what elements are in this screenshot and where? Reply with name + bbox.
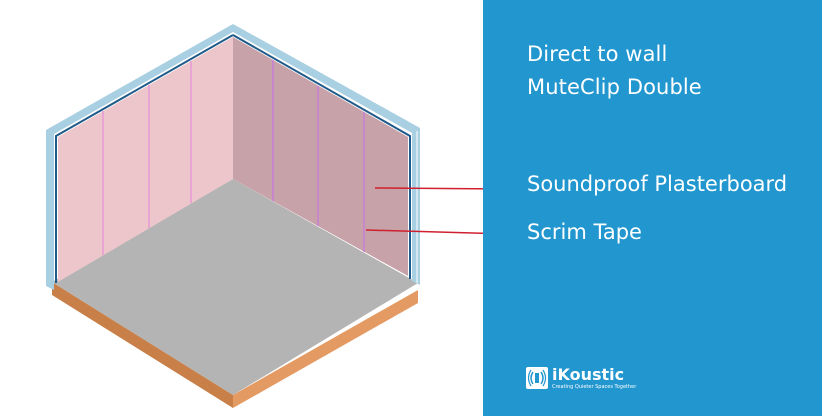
label-soundproof-plasterboard: Soundproof Plasterboard <box>527 172 788 196</box>
left-frame <box>46 24 233 290</box>
title-line-1: Direct to wall <box>527 42 668 66</box>
right-frame <box>233 24 420 285</box>
base-slab-left <box>52 282 233 408</box>
base-slab-right <box>233 290 418 408</box>
logo-tagline: Creating Quieter Spaces Together <box>552 384 637 390</box>
label-scrim-tape: Scrim Tape <box>527 220 642 244</box>
left-frame-edge <box>55 34 234 283</box>
floor <box>52 179 418 395</box>
title-line-2: MuteClip Double <box>527 75 702 99</box>
info-panel <box>483 0 822 416</box>
logo-name: iKoustic <box>552 365 625 384</box>
left-wall <box>58 37 233 282</box>
sound-waves-icon <box>526 367 548 389</box>
